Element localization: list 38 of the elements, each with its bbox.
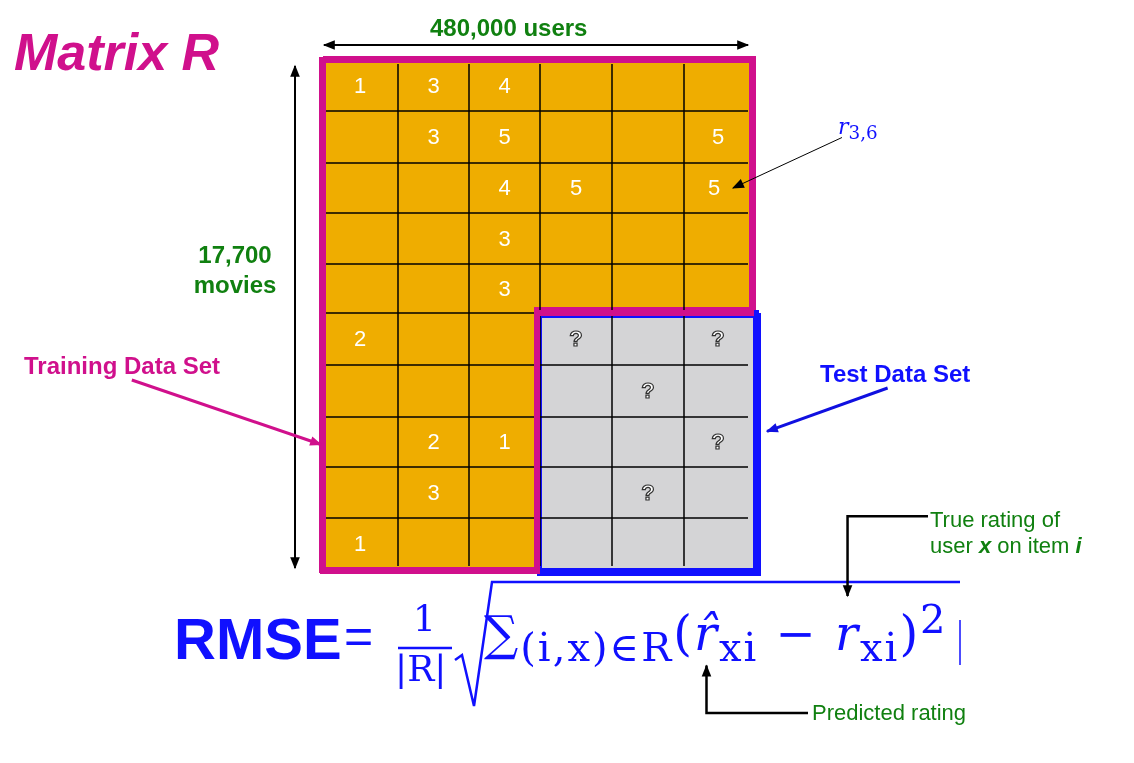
- matrix-value: 3: [497, 225, 512, 252]
- matrix-value: ?: [640, 378, 656, 404]
- diagram-title: Matrix R: [14, 22, 220, 82]
- training-set-label: Training Data Set: [24, 352, 221, 380]
- dimension-label: 480,000 users: [430, 14, 588, 42]
- formula-symbol: =: [344, 607, 374, 665]
- matrix-value: 3: [426, 479, 441, 506]
- formula-denominator: |R|: [395, 648, 447, 689]
- formula-term: RMSE: [174, 605, 342, 672]
- formula-numerator: 1: [413, 598, 436, 639]
- matrix-value: 3: [497, 275, 512, 302]
- formula-expression: ∑$_{(i,x)∈R}$(r̂$_{xi}$ − r$_{xi}$)$^{2}$: [484, 596, 948, 670]
- matrix-value: 1: [352, 72, 368, 99]
- arrow: [765, 386, 889, 433]
- matrix-value: 4: [497, 175, 512, 201]
- matrix-value: 3: [426, 124, 441, 150]
- matrix-value: ?: [640, 479, 656, 506]
- matrix-value: ?: [568, 326, 584, 352]
- matrix-value: 1: [497, 429, 512, 455]
- matrix-value: 4: [497, 72, 512, 99]
- matrix-value: ?: [710, 326, 726, 352]
- matrix-value: 2: [352, 326, 368, 352]
- matrix-value: 1: [352, 531, 368, 557]
- matrix-value: 2: [426, 429, 441, 455]
- element-symbol: r$_{3,6}$: [838, 114, 878, 144]
- dimension-label: 17,700 movies: [192, 240, 278, 300]
- matrix-value: 5: [568, 175, 584, 201]
- leader-line: [731, 137, 843, 189]
- annotation-text: Predicted rating: [812, 700, 967, 726]
- arrow: [842, 515, 928, 598]
- rating-value: 5: [699, 175, 729, 201]
- matrix-value: 3: [426, 72, 441, 99]
- annotation-text: True rating of user x on item i: [930, 507, 1105, 559]
- arrow: [701, 664, 808, 715]
- matrix-value: ?: [710, 429, 726, 455]
- matrix-value: 5: [710, 124, 726, 150]
- matrix-value: 5: [497, 124, 512, 150]
- test-set-label: Test Data Set: [820, 360, 971, 388]
